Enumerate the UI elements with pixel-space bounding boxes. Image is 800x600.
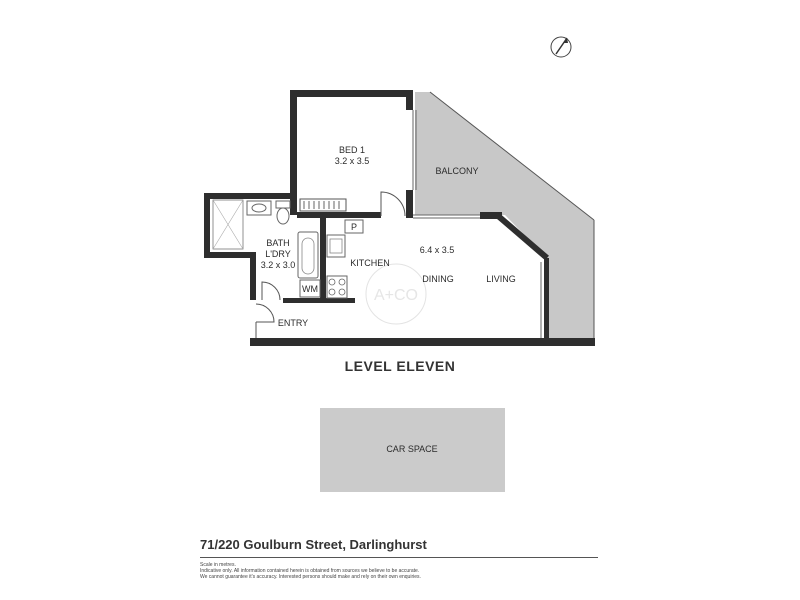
washing-machine	[299, 279, 321, 298]
dining-living-size: 6.4 x 3.5	[420, 245, 455, 255]
living-label: LIVING	[486, 274, 516, 284]
kitchen-sink	[326, 234, 346, 258]
property-address: 71/220 Goulburn Street, Darlinghurst	[200, 537, 427, 552]
basin-bowl	[251, 203, 267, 213]
bathtub-inner	[301, 237, 315, 275]
bath-label: BATH	[266, 238, 289, 248]
bath-size: 3.2 x 3.0	[261, 260, 296, 270]
disclaimer-line: Scale in metres.	[200, 562, 236, 568]
kitchen-label: KITCHEN	[350, 258, 390, 268]
sink-bowl	[329, 238, 343, 254]
car-space-area	[320, 408, 505, 492]
dining-label: DINING	[422, 274, 454, 284]
balcony-label: BALCONY	[435, 166, 478, 176]
disclaimer: Scale in metres. Indicative only. All in…	[200, 562, 600, 580]
disclaimer-line: We cannot guarantee it's accuracy. Inter…	[200, 574, 421, 580]
bathtub	[297, 231, 319, 279]
level-title: LEVEL ELEVEN	[344, 358, 456, 374]
bed1-label: BED 1	[339, 145, 365, 155]
toilet-bowl	[276, 207, 290, 225]
cooktop	[326, 275, 348, 299]
pantry-label: P	[351, 222, 357, 232]
bath-door	[261, 281, 281, 301]
bed1-size: 3.2 x 3.5	[335, 156, 370, 166]
burner-icon	[328, 288, 336, 296]
wardrobe-hangers	[303, 201, 340, 209]
watermark-text: A+CO	[374, 287, 418, 304]
toilet-cistern	[275, 200, 291, 209]
wm-label: WM	[302, 284, 318, 294]
watermark-logo	[365, 263, 427, 325]
disclaimer-line: Indicative only. All information contain…	[200, 568, 420, 574]
laundry-label: L'DRY	[265, 249, 291, 259]
burner-icon	[338, 278, 346, 286]
entry-door	[255, 303, 275, 323]
wall-diagonal	[495, 212, 549, 261]
entry-label: ENTRY	[278, 318, 308, 328]
walls	[204, 90, 595, 346]
car-space-label: CAR SPACE	[386, 444, 437, 454]
balcony-area	[415, 92, 594, 343]
balcony-edge	[429, 91, 595, 221]
pantry	[344, 219, 364, 234]
north-arrow-icon	[550, 36, 572, 58]
burner-icon	[338, 288, 346, 296]
footer-divider	[200, 557, 598, 558]
bed-door	[380, 191, 406, 217]
shower	[212, 199, 244, 250]
shower-diag-2	[212, 199, 244, 250]
burner-icon	[328, 278, 336, 286]
basin	[246, 200, 272, 216]
